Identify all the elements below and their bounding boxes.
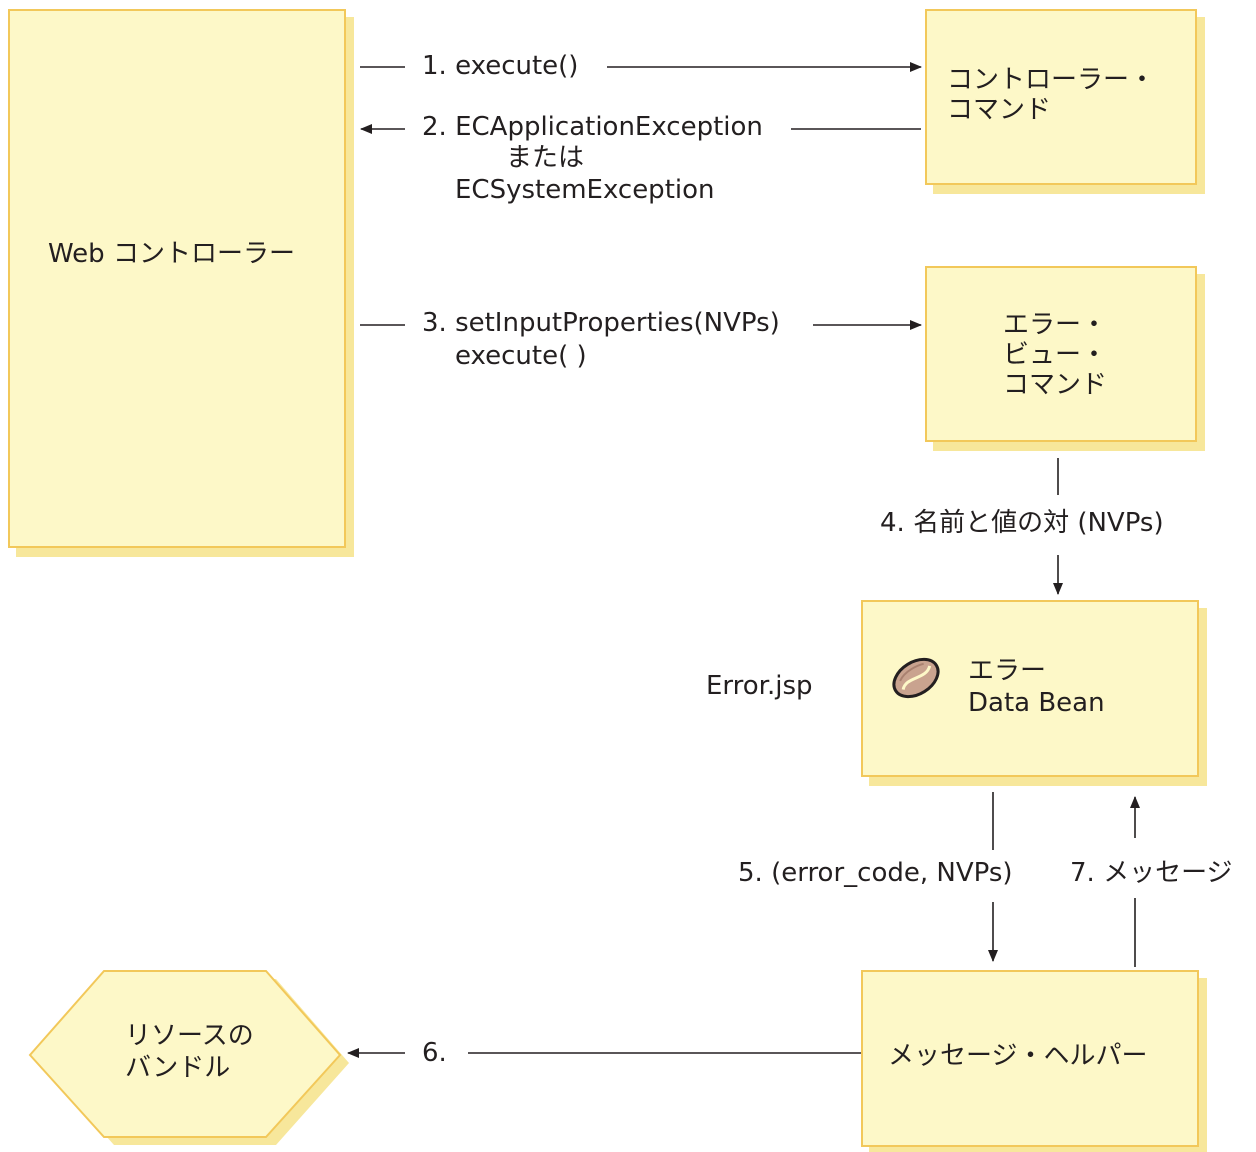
step7-label: 7. メッセージ — [1070, 858, 1233, 888]
step2-label-line2: または — [506, 143, 585, 173]
step4-label: 4. 名前と値の対 (NVPs) — [880, 508, 1164, 538]
resource-bundle-hexagon — [28, 970, 349, 1145]
error-data-bean-label-line1: エラー — [968, 656, 1047, 686]
web-controller-label: Web コントローラー — [48, 239, 295, 269]
error-view-command-label-line3: コマンド — [1003, 370, 1108, 400]
step6-label: 6. — [422, 1038, 447, 1068]
resource-bundle-label-line1: リソースの — [125, 1021, 254, 1051]
error-view-command-label-line1: エラー・ — [1003, 310, 1108, 340]
step3-label-line1: 3. setInputProperties(NVPs) — [422, 308, 780, 338]
controller-command-label-line2: コマンド — [947, 95, 1052, 125]
error-jsp-label: Error.jsp — [706, 671, 813, 701]
error-view-command-box — [925, 266, 1205, 451]
step1-label: 1. execute() — [422, 51, 579, 81]
web-controller-box — [8, 9, 354, 557]
resource-bundle-label-line2: バンドル — [125, 1053, 231, 1083]
step5-label: 5. (error_code, NVPs) — [738, 858, 1013, 888]
step2-label-line1: 2. ECApplicationException — [422, 112, 763, 142]
controller-command-label-line1: コントローラー・ — [947, 65, 1156, 95]
bean-icon — [892, 657, 940, 699]
message-helper-label: メッセージ・ヘルパー — [888, 1041, 1148, 1071]
message-helper-box — [861, 970, 1207, 1152]
error-view-command-label-line2: ビュー・ — [1003, 340, 1108, 370]
step2-label-line3: ECSystemException — [455, 175, 715, 205]
controller-command-box — [925, 9, 1205, 194]
error-data-bean-label-line2: Data Bean — [968, 688, 1105, 718]
step3-label-line2: execute( ) — [455, 341, 587, 371]
